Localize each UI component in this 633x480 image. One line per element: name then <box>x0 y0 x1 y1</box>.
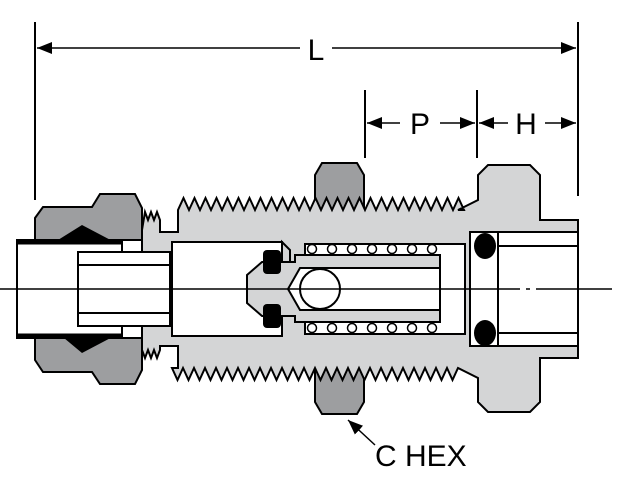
spring <box>306 243 438 334</box>
label-p: P <box>410 108 430 141</box>
spring-coil <box>386 243 398 255</box>
spring-coil <box>406 243 418 255</box>
c-hex-leader <box>347 419 376 446</box>
spring-coil <box>306 243 318 255</box>
spring-coil <box>346 243 358 255</box>
spring-coil <box>366 243 378 255</box>
spring-coil <box>366 322 378 334</box>
spring-coil <box>326 243 338 255</box>
spring-coil <box>426 243 438 255</box>
label-h: H <box>515 108 537 141</box>
label-l: L <box>308 34 325 67</box>
dimension-lines <box>37 42 576 129</box>
o-rings <box>474 233 496 346</box>
spring-coil <box>306 322 318 334</box>
spring-coil <box>386 322 398 334</box>
extension-lines <box>34 22 579 200</box>
label-c-hex: C HEX <box>375 440 467 473</box>
spring-coil <box>426 322 438 334</box>
spring-coil <box>346 322 358 334</box>
spring-coil <box>406 322 418 334</box>
spring-coil <box>326 322 338 334</box>
